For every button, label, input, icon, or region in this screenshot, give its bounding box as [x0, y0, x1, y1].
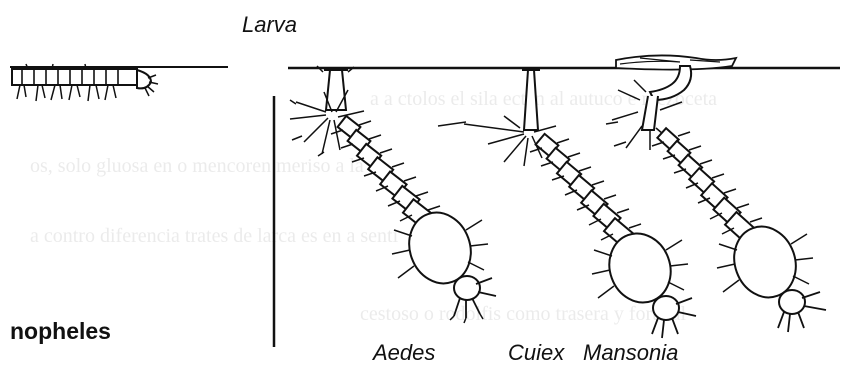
label-aedes: Aedes	[373, 340, 435, 366]
anopheles-larva	[12, 64, 158, 101]
label-mansonia: Mansonia	[583, 340, 678, 366]
svg-text:cestoso o rodolfis como traser: cestoso o rodolfis como trasera y forte …	[360, 303, 686, 325]
label-anopheles: nopheles	[10, 318, 111, 345]
bleed-through-text: a a ctolos el sila ectan al autuco e mez…	[30, 88, 717, 325]
label-culex: Cuiex	[508, 340, 564, 366]
svg-text:os, solo gluosa en o mencoren: os, solo gluosa en o mencoren meriso a l…	[30, 155, 388, 177]
diagram-title: Larva	[242, 12, 297, 38]
svg-text:a contro diferencia trates de: a contro diferencia trates de larca es e…	[30, 225, 399, 247]
